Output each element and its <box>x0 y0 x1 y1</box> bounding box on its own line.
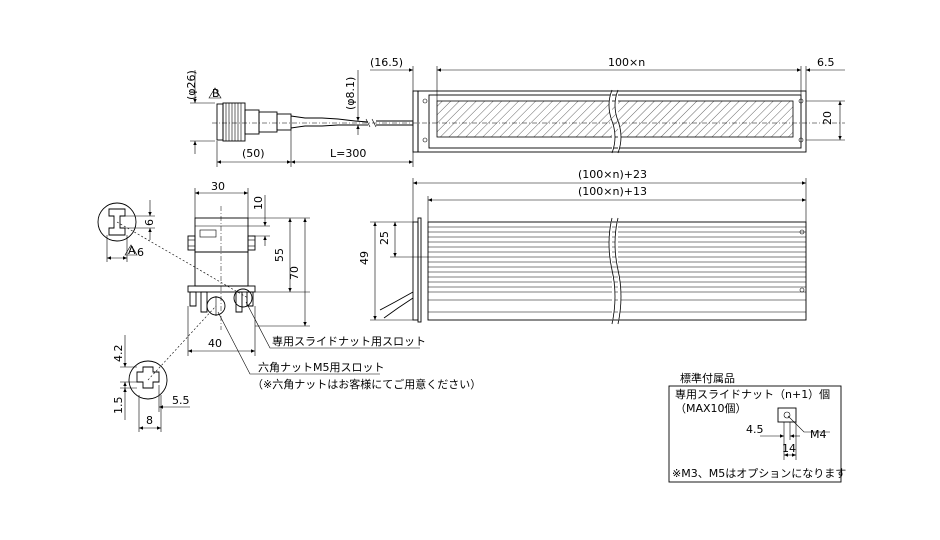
connector-neck <box>244 109 260 135</box>
detail-b-dim-5-5: 5.5 <box>172 394 190 407</box>
side-cable-lower <box>383 297 414 319</box>
callout-slot-hex: 六角ナットM5用スロット <box>258 361 385 374</box>
dim-100n: 100×n <box>608 56 645 69</box>
connector-face <box>216 103 224 141</box>
dim-16-5: (16.5) <box>370 56 403 69</box>
cable-lower <box>290 124 355 129</box>
connector-sleeve <box>258 111 278 133</box>
detail-a-dim-6b: 6 <box>137 246 144 259</box>
detail-b-dim-4-2: 4.2 <box>112 345 125 363</box>
dim-20: 20 <box>821 111 834 125</box>
dim-phi8-1: (φ8.1) <box>344 77 357 110</box>
side-end-cap <box>412 221 419 321</box>
end-upper-block <box>194 217 249 253</box>
accessory-dim-14: 14 <box>782 442 796 455</box>
detail-a: 6 A 6 <box>97 200 156 262</box>
cable-upper <box>290 115 356 122</box>
detail-a-label: A <box>128 244 136 257</box>
dim-49: 49 <box>358 251 371 265</box>
end-fins <box>189 291 254 313</box>
accessory-dim-4-5: 4.5 <box>746 423 764 436</box>
accessory-box: 標準付属品 専用スライドナット（n+1）個 （MAX10個） 4.5 14 M4… <box>668 371 846 483</box>
dim-10: 10 <box>252 196 265 210</box>
accessory-line1: 専用スライドナット（n+1）個 <box>675 388 830 401</box>
detail-a-circle <box>97 202 137 242</box>
accessory-m4: M4 <box>810 428 827 441</box>
dim-phi26: (φ26) <box>185 70 198 100</box>
top-view: (16.5) 100×n 6.5 20 (φ26) B (φ8.1) (50) … <box>185 56 845 167</box>
detail-a-dim-6: 6 <box>143 219 156 226</box>
end-lower-block <box>194 251 249 287</box>
detail-b-circle <box>128 360 168 400</box>
slide-nut <box>777 407 797 423</box>
dim-cable-length: L=300 <box>330 147 366 160</box>
connector-knurl <box>225 103 242 141</box>
callout-hex-note: （※六角ナットはお客様にてご用意ください） <box>252 377 481 391</box>
mark-b: B <box>212 87 220 100</box>
break-line-right <box>614 89 622 154</box>
end-cap-left <box>412 90 419 153</box>
detail-a-triangle <box>124 244 138 256</box>
accessory-line2: （MAX10個） <box>675 402 747 415</box>
connector-tail <box>276 113 292 131</box>
detail-b-dim-1-5: 1.5 <box>112 397 125 415</box>
dim-total-length: (100×n)+23 <box>578 168 647 181</box>
leader-slot-dedicated <box>245 301 420 349</box>
dim-70: 70 <box>288 266 301 280</box>
accessory-note: ※M3、M5はオプションになります <box>672 467 846 480</box>
mark-b-triangle <box>208 87 222 99</box>
side-view: (100×n)+23 (100×n)+13 25 49 <box>358 168 807 325</box>
dim-30: 30 <box>211 180 225 193</box>
dim-25: 25 <box>378 231 391 245</box>
detail-b-profile <box>136 366 160 389</box>
accessory-title: 標準付属品 <box>680 371 735 385</box>
dim-body-length: (100×n)+13 <box>578 185 647 198</box>
leader-slot-hex <box>217 311 380 375</box>
break-line-left <box>608 89 616 154</box>
detail-b: 4.2 1.5 5.5 8 <box>112 335 190 432</box>
detail-b-dim-8: 8 <box>146 414 153 427</box>
side-cable-upper <box>379 291 414 311</box>
callout-slot-dedicated: 専用スライドナット用スロット <box>272 335 426 348</box>
accessory-frame <box>668 385 842 483</box>
end-view: 30 10 55 70 40 専用スライドナット用スロット 六角ナットM5用スロ… <box>116 180 481 391</box>
dim-40: 40 <box>208 337 222 350</box>
dim-55: 55 <box>273 248 286 262</box>
dim-6-5: 6.5 <box>817 56 835 69</box>
slot-circle-right <box>233 288 253 308</box>
dim-50: (50) <box>242 147 265 160</box>
slide-nut-hole <box>783 411 791 419</box>
